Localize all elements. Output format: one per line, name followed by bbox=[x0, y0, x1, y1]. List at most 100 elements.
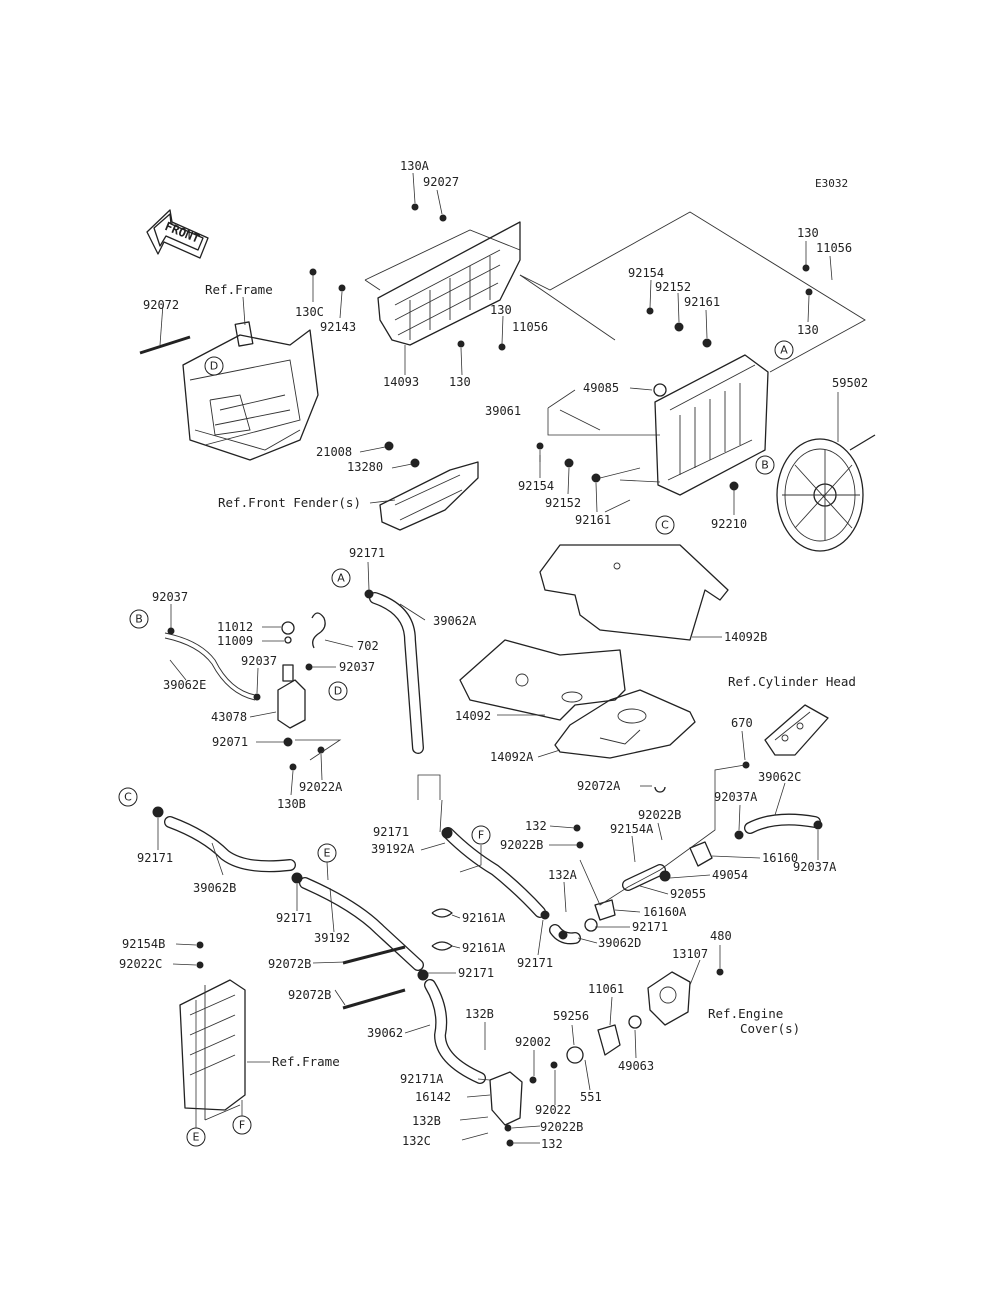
part-label: 49054 bbox=[712, 868, 748, 882]
part-label: 130 bbox=[449, 375, 471, 389]
part-label: 130A bbox=[400, 159, 430, 173]
part-label: 130 bbox=[797, 226, 819, 240]
hose-39062 bbox=[424, 979, 486, 1084]
part-label: 480 bbox=[710, 929, 732, 943]
part-label: 39192 bbox=[314, 931, 350, 945]
part-label: 39062B bbox=[193, 881, 236, 895]
part-label: 92002 bbox=[515, 1035, 551, 1049]
part-label: 132B bbox=[412, 1114, 441, 1128]
callout-a-top-circle bbox=[774, 340, 794, 360]
part-label: 14092B bbox=[724, 630, 767, 644]
part-label: 92022B bbox=[638, 808, 681, 822]
part-label: 92171 bbox=[632, 920, 668, 934]
part-label: 11056 bbox=[512, 320, 548, 334]
callout-d-frame: D bbox=[210, 360, 218, 373]
part-label: 92037A bbox=[714, 790, 758, 804]
part-label: 92154 bbox=[628, 266, 664, 280]
part-label: 551 bbox=[580, 1090, 602, 1104]
radiator-drawing bbox=[653, 354, 769, 496]
part-label: 14092A bbox=[490, 750, 534, 764]
part-label: 132 bbox=[541, 1137, 563, 1151]
callout-e-pipe: E bbox=[324, 847, 331, 860]
part-label: 92171A bbox=[400, 1072, 444, 1086]
part-label: 14093 bbox=[383, 375, 419, 389]
fan-shroud-drawing bbox=[377, 221, 521, 346]
callout-b-hose-circle bbox=[129, 609, 149, 629]
part-label: 92171 bbox=[349, 546, 385, 560]
part-label: 130 bbox=[797, 323, 819, 337]
part-label: 132A bbox=[548, 868, 578, 882]
hose-39062e bbox=[164, 632, 256, 701]
part-label: 16160A bbox=[643, 905, 687, 919]
pipe-39192 bbox=[299, 877, 424, 971]
callout-f-pipe: F bbox=[478, 829, 484, 842]
part-label: 92161A bbox=[462, 911, 506, 925]
part-label: 39062A bbox=[433, 614, 477, 628]
part-label: 92210 bbox=[711, 517, 747, 531]
callout-a-hose-circle bbox=[331, 568, 351, 588]
part-label: 11009 bbox=[217, 634, 253, 648]
callout-a-hose: A bbox=[337, 572, 345, 585]
ref-frame-bottom: Ref.Frame bbox=[272, 1054, 340, 1069]
part-label: 92072B bbox=[288, 988, 331, 1002]
part-label: 92161 bbox=[684, 295, 720, 309]
part-label: 39062E bbox=[163, 678, 206, 692]
part-label: 92171 bbox=[276, 911, 312, 925]
part-label: 130C bbox=[295, 305, 324, 319]
ref-frame-top: Ref.Frame bbox=[205, 282, 273, 297]
heat-shield-14092 bbox=[459, 639, 626, 721]
pad-92072b-2 bbox=[342, 988, 406, 1010]
ref-cylinder-head: Ref.Cylinder Head bbox=[728, 674, 856, 689]
part-label: 92171 bbox=[137, 851, 173, 865]
water-pump-drawing bbox=[489, 971, 691, 1126]
part-label: 39062C bbox=[758, 770, 801, 784]
part-label: 39061 bbox=[485, 404, 521, 418]
callout-b-top: B bbox=[761, 459, 769, 472]
callout-c-top-circle bbox=[655, 515, 675, 535]
pad-92072b-1 bbox=[342, 945, 406, 965]
part-label: 92037 bbox=[241, 654, 277, 668]
part-label: 92071 bbox=[212, 735, 248, 749]
ref-engine-cover-line2: Cover(s) bbox=[740, 1021, 800, 1036]
bracket-drawing bbox=[379, 461, 479, 531]
part-label: 49063 bbox=[618, 1059, 654, 1073]
fastener-markers bbox=[152, 203, 823, 1147]
part-label: 92154B bbox=[122, 937, 165, 951]
callout-e-frame: E bbox=[193, 1131, 200, 1144]
ref-front-fender: Ref.Front Fender(s) bbox=[218, 495, 361, 510]
part-label: 39062D bbox=[598, 936, 641, 950]
callout-b-top-circle bbox=[755, 455, 775, 475]
part-label: 702 bbox=[357, 639, 379, 653]
part-label: 92072A bbox=[577, 779, 621, 793]
callout-a-top: A bbox=[780, 344, 788, 357]
part-label: 13280 bbox=[347, 460, 383, 474]
part-label: 39192A bbox=[371, 842, 415, 856]
part-label: 11012 bbox=[217, 620, 253, 634]
diagram-code: E3032 bbox=[815, 177, 848, 190]
part-label: 132B bbox=[465, 1007, 494, 1021]
part-label: 670 bbox=[731, 716, 753, 730]
part-label: 11056 bbox=[816, 241, 852, 255]
ref-engine-cover-line1: Ref.Engine bbox=[708, 1006, 783, 1021]
part-label: 132 bbox=[525, 819, 547, 833]
part-label: 92161 bbox=[575, 513, 611, 527]
part-label: 92152 bbox=[655, 280, 691, 294]
callout-b-hose: B bbox=[135, 613, 143, 626]
part-labels: 130A 92027 130 11056 92154 92152 92161 9… bbox=[119, 159, 868, 1151]
part-label: 11061 bbox=[588, 982, 624, 996]
part-label: 92055 bbox=[670, 887, 706, 901]
part-label: 92022C bbox=[119, 957, 162, 971]
part-label: 21008 bbox=[316, 445, 352, 459]
callout-f-pipe-circle bbox=[471, 825, 491, 845]
part-label: 14092 bbox=[455, 709, 491, 723]
part-label: 92152 bbox=[545, 496, 581, 510]
part-label: 92022 bbox=[535, 1103, 571, 1117]
front-arrow-label: FRONT bbox=[163, 219, 202, 246]
part-label: 92171 bbox=[458, 966, 494, 980]
part-label: 16142 bbox=[415, 1090, 451, 1104]
part-label: 59256 bbox=[553, 1009, 589, 1023]
hose-39062a bbox=[369, 592, 424, 754]
cooling-fan-drawing bbox=[776, 434, 876, 552]
part-label: 130 bbox=[490, 303, 512, 317]
